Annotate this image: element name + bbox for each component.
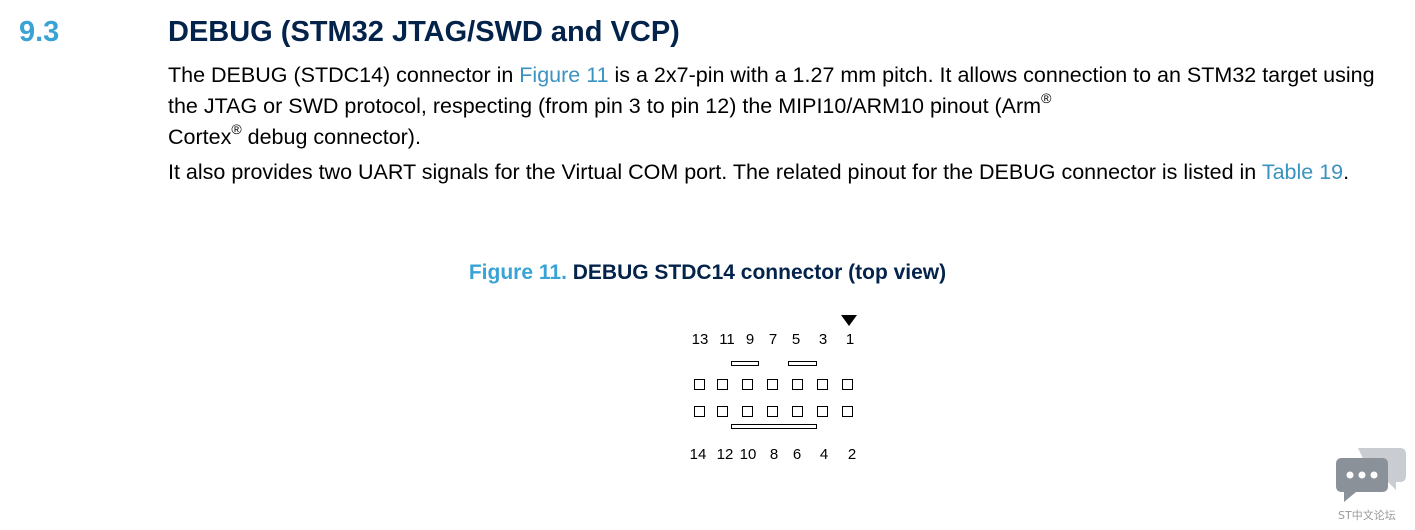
paragraph-text: Cortex [168,125,232,149]
pin-label-bottom: 6 [792,446,802,463]
pin-label-bottom: 4 [819,446,829,463]
pin-label-top: 9 [745,331,755,348]
pin-label-top: 13 [691,331,709,348]
chat-bubble-icon[interactable] [1334,446,1408,504]
pin-label-bottom: 2 [847,446,857,463]
registered-mark: ® [1041,89,1052,106]
section-number: 9.3 [19,16,60,48]
pin-square [817,379,828,390]
keying-bar [731,424,817,429]
pin-square [842,379,853,390]
pin-square [717,406,728,417]
pin-square [717,379,728,390]
pin-label-top: 1 [845,331,855,348]
pin1-marker-icon [841,315,857,326]
pin-label-top: 7 [768,331,778,348]
pin-label-bottom: 10 [739,446,757,463]
pin-label-bottom: 8 [769,446,779,463]
section-title: DEBUG (STM32 JTAG/SWD and VCP) [168,16,680,48]
pin-square [767,379,778,390]
pin-square [792,406,803,417]
paragraph-text: is a 2x7-pin with a 1.27 mm pitch. It al… [168,63,1375,118]
pin-label-top: 3 [818,331,828,348]
pin-label-top: 11 [719,331,735,348]
paragraph-text: It also provides two UART signals for th… [168,160,1262,184]
pin-label-bottom: 14 [689,446,707,463]
figure-11-link[interactable]: Figure 11 [519,63,609,87]
pin-square [742,379,753,390]
pin-square [694,406,705,417]
pin-square [742,406,753,417]
figure-caption: Figure 11. DEBUG STDC14 connector (top v… [0,261,1415,285]
registered-mark: ® [231,120,242,137]
paragraph-text: debug connector). [241,125,421,149]
forum-watermark-text[interactable]: ST中文论坛 [1338,509,1396,522]
pin-square [694,379,705,390]
pin-label-bottom: 12 [716,446,734,463]
paragraph-uart-description: It also provides two UART signals for th… [168,158,1388,187]
table-19-link[interactable]: Table 19 [1261,160,1344,184]
paragraph-text: . [1343,160,1350,184]
figure-number: Figure 11. [468,261,567,284]
pin-label-top: 5 [791,331,801,348]
paragraph-text: The DEBUG (STDC14) connector in [168,63,520,87]
pin-square [792,379,803,390]
keying-bar [788,361,817,366]
pin-square [842,406,853,417]
pin-square [817,406,828,417]
paragraph-connector-description: The DEBUG (STDC14) connector in Figure 1… [168,60,1388,153]
keying-bar [731,361,759,366]
figure-title: DEBUG STDC14 connector (top view) [572,261,947,284]
pin-square [767,406,778,417]
